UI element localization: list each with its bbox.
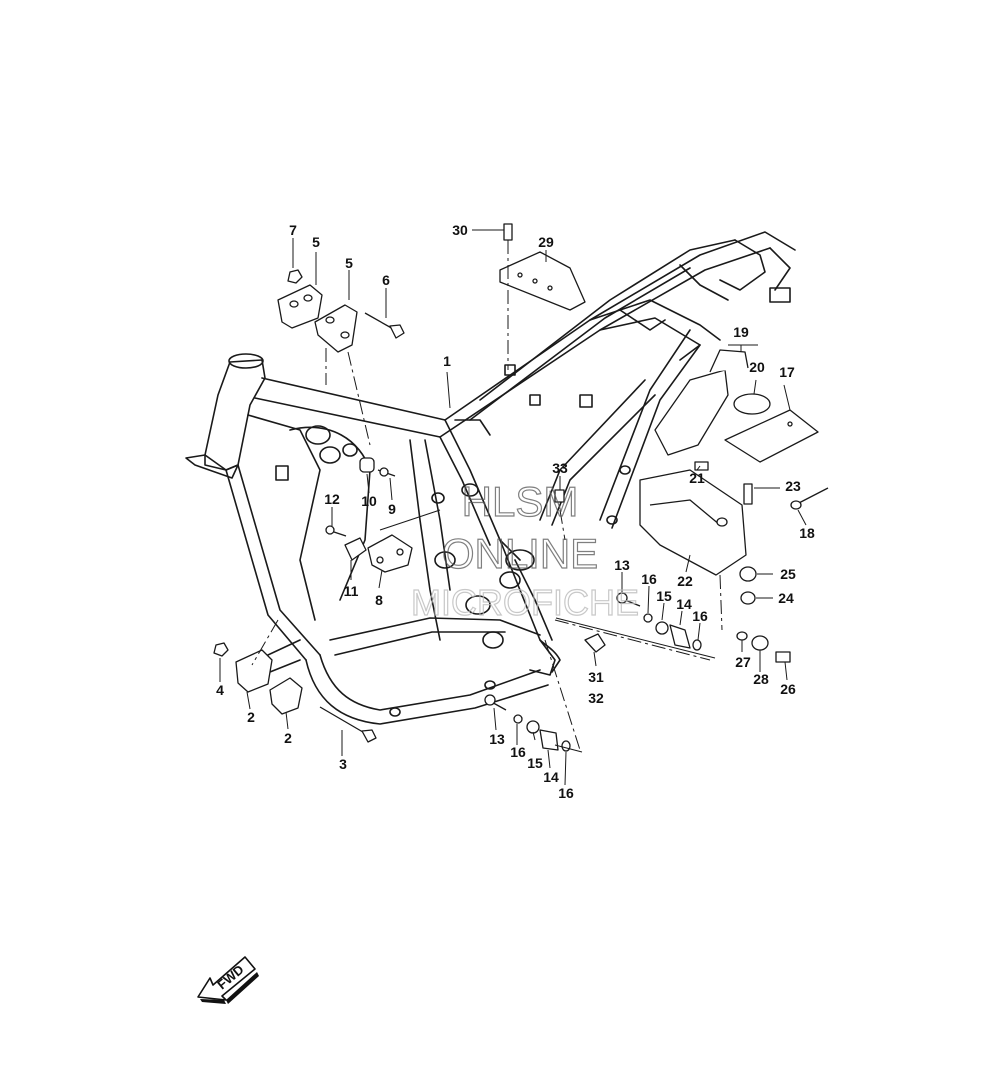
plate-2-upper <box>235 649 273 693</box>
engine-mount-bracket-right <box>314 304 358 353</box>
fwd-arrow-icon: FWD <box>197 956 259 1004</box>
callout-16: 16 <box>558 785 574 801</box>
leader-lines <box>219 229 807 786</box>
callout-22: 22 <box>677 573 693 589</box>
callout-5: 5 <box>312 234 320 250</box>
engine-mount-brackets <box>213 223 829 752</box>
nut-4 <box>213 642 229 657</box>
callout-1: 1 <box>443 353 451 369</box>
callout-6: 6 <box>382 272 390 288</box>
washer-16-lower-b <box>561 740 571 752</box>
pin-18 <box>794 487 829 506</box>
bolt-12 <box>325 525 335 535</box>
watermark: HLSM ONLINE MICROFICHE <box>410 477 639 623</box>
callout-10: 10 <box>361 493 377 509</box>
callout-15: 15 <box>656 588 672 604</box>
collar-10 <box>359 457 375 473</box>
bolt-26 <box>775 651 791 663</box>
callout-14: 14 <box>676 596 692 612</box>
bracket-11 <box>344 537 367 561</box>
bracket-8 <box>367 534 413 573</box>
assembly-lines <box>251 240 723 753</box>
collar-15-upper <box>655 621 669 635</box>
callout-29: 29 <box>538 234 554 250</box>
callout-23: 23 <box>785 478 801 494</box>
callout-18: 18 <box>799 525 815 541</box>
bracket-29 <box>499 251 586 311</box>
inner-fender-19 <box>654 369 729 456</box>
grommet-20 <box>733 393 771 415</box>
callout-28: 28 <box>753 671 769 687</box>
watermark-line3: MICROFICHE <box>411 582 639 623</box>
callout-33: 33 <box>552 460 568 476</box>
watermark-line1: HLSM <box>462 478 579 525</box>
callout-3: 3 <box>339 756 347 772</box>
callout-7: 7 <box>289 222 297 238</box>
callout-9: 9 <box>388 501 396 517</box>
callout-16: 16 <box>692 608 708 624</box>
collar-15-lower <box>526 720 540 734</box>
collar-28 <box>751 635 769 651</box>
callout-13: 13 <box>614 557 630 573</box>
washer-27 <box>736 631 748 641</box>
callout-30: 30 <box>452 222 468 238</box>
callout-31: 31 <box>588 669 604 685</box>
callout-16: 16 <box>641 571 657 587</box>
callout-12: 12 <box>324 491 340 507</box>
guard-17 <box>724 409 819 463</box>
washer-16-upper-b <box>692 639 702 651</box>
grommet-25 <box>739 566 757 582</box>
part-callouts: 1 2 2 3 4 5 5 6 7 8 9 10 11 12 13 13 14 … <box>216 222 815 801</box>
callout-8: 8 <box>375 592 383 608</box>
plate-2-lower <box>269 677 303 715</box>
washer-16-upper <box>643 613 653 623</box>
callout-24: 24 <box>778 590 794 606</box>
cushion-14-upper <box>669 624 691 649</box>
callout-21: 21 <box>689 470 705 486</box>
cushion-14-lower <box>539 729 559 751</box>
callout-32: 32 <box>588 690 604 706</box>
bolt-23 <box>743 483 753 505</box>
bolt-3 <box>319 706 369 736</box>
callout-27: 27 <box>735 654 751 670</box>
callout-25: 25 <box>780 566 796 582</box>
callout-5: 5 <box>345 255 353 271</box>
callout-14: 14 <box>543 769 559 785</box>
callout-13: 13 <box>489 731 505 747</box>
callout-2: 2 <box>284 730 292 746</box>
collar-24 <box>740 591 756 605</box>
bolt-30 <box>503 223 513 241</box>
callout-4: 4 <box>216 682 224 698</box>
callout-16: 16 <box>510 744 526 760</box>
cover-22 <box>639 469 747 576</box>
cap-31 <box>584 633 606 653</box>
callout-15: 15 <box>527 755 543 771</box>
washer-16-lower <box>513 714 523 724</box>
watermark-line2: ONLINE <box>442 530 598 577</box>
callout-19: 19 <box>733 324 749 340</box>
bolt-21 <box>694 461 709 471</box>
callout-20: 20 <box>749 359 765 375</box>
callout-26: 26 <box>780 681 796 697</box>
callout-11: 11 <box>344 583 359 599</box>
nut-7 <box>287 269 303 284</box>
callout-17: 17 <box>779 364 795 380</box>
callout-2: 2 <box>247 709 255 725</box>
